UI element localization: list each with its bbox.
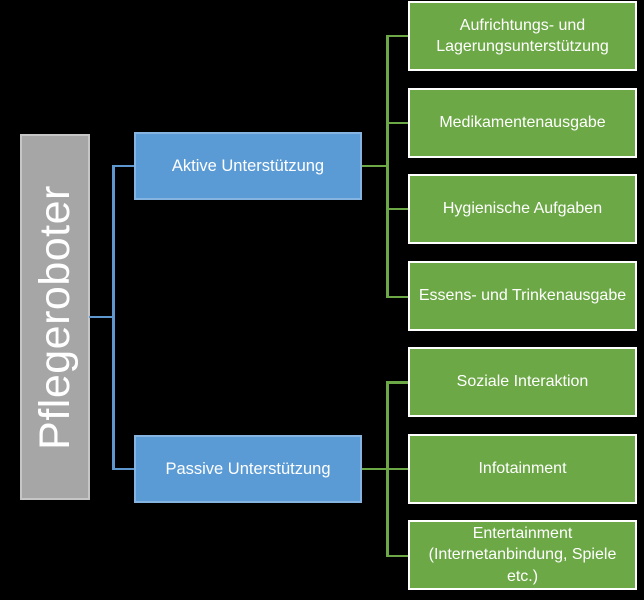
leaf-node-label: Infotainment — [478, 460, 567, 478]
leaf-node-hygienische-aufgaben: Hygienische Aufgaben — [408, 174, 637, 244]
connector-stub-leaf-1 — [386, 34, 408, 37]
leaf-node-infotainment: Infotainment — [408, 434, 637, 504]
branch-node-aktive-unterstuetzung: Aktive Unterstützung — [134, 132, 362, 200]
leaf-node-label: Entertainment (Internetanbindung, Spiele… — [428, 525, 617, 585]
connector-root-trunk — [112, 164, 115, 470]
connector-aktive-trunk — [386, 34, 389, 298]
root-node-pflegeroboter: Pflegeroboter — [20, 134, 90, 500]
connector-aktive-out — [362, 164, 388, 167]
root-node-label: Pflegeroboter — [30, 184, 79, 450]
leaf-node-entertainment: Entertainment (Internetanbindung, Spiele… — [408, 520, 637, 590]
connector-stub-aktive — [112, 164, 135, 167]
branch-node-label: Aktive Unterstützung — [171, 156, 325, 175]
leaf-node-medikamentenausgabe: Medikamentenausgabe — [408, 88, 637, 158]
leaf-node-label: Soziale Interaktion — [456, 373, 589, 391]
leaf-node-label: Medikamentenausgabe — [439, 114, 606, 132]
leaf-node-aufrichtungs-lagerungsunterstuetzung: Aufrichtungs- und Lagerungsunterstützung — [408, 1, 637, 71]
connector-stub-leaf-4 — [386, 295, 408, 298]
connector-stub-leaf-3 — [386, 207, 408, 210]
leaf-node-soziale-interaktion: Soziale Interaktion — [408, 347, 637, 417]
connector-root-stub — [89, 315, 114, 318]
connector-stub-leaf-7 — [386, 554, 408, 557]
branch-node-label: Passive Unterstützung — [165, 459, 331, 478]
leaf-node-essens-trinkenausgabe: Essens- und Trinkenausgabe — [408, 261, 637, 331]
leaf-node-label: Aufrichtungs- und Lagerungsunterstützung — [436, 16, 609, 55]
branch-node-passive-unterstuetzung: Passive Unterstützung — [134, 435, 362, 503]
leaf-node-label: Essens- und Trinkenausgabe — [418, 287, 627, 305]
connector-passive-out — [362, 467, 388, 470]
connector-stub-leaf-6 — [386, 467, 408, 470]
connector-stub-passive — [112, 467, 135, 470]
leaf-node-label: Hygienische Aufgaben — [442, 200, 603, 218]
connector-stub-leaf-5 — [386, 381, 408, 384]
connector-stub-leaf-2 — [386, 121, 408, 124]
